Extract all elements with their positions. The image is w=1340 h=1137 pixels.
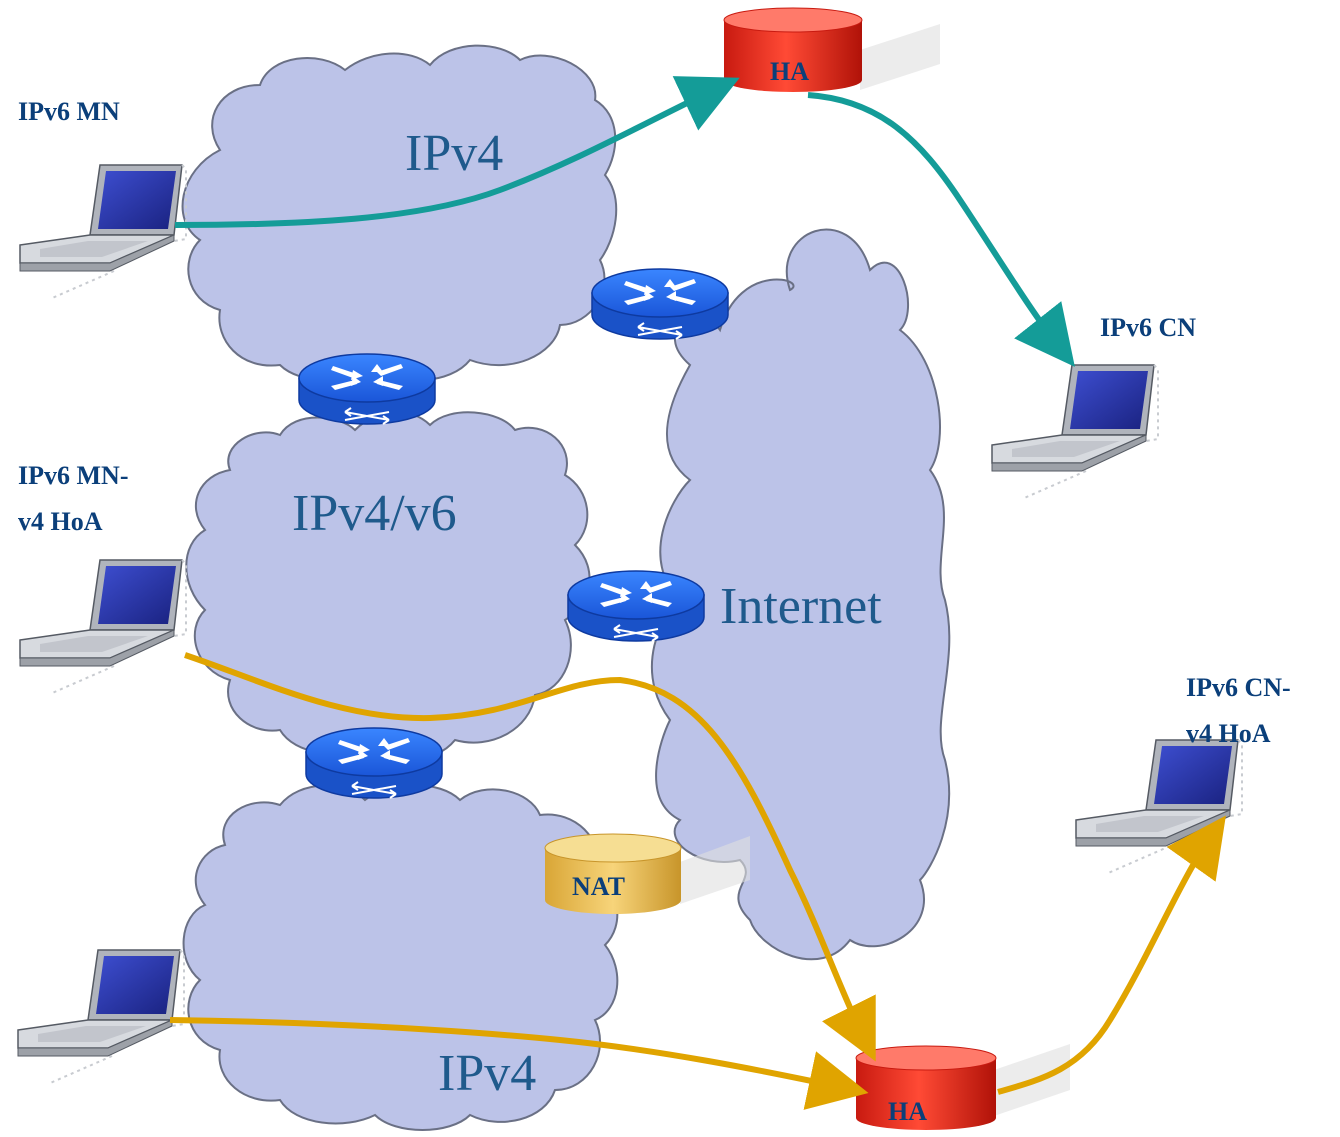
laptop-icon xyxy=(19,164,187,300)
database-icon xyxy=(723,7,940,92)
cloud-bottom-ipv4 xyxy=(182,784,619,1131)
cloud-label-middle-dual: IPv4/v6 xyxy=(292,485,457,542)
teal-path-mn-to-ha xyxy=(174,76,740,228)
label-ipv6-mn-v4-line1: IPv6 MN- xyxy=(18,461,128,490)
cloud-middle-dual xyxy=(185,411,591,761)
label-ipv6-mn: IPv6 MN xyxy=(18,97,120,126)
laptop-icon xyxy=(17,949,185,1085)
laptop-icon xyxy=(19,559,187,695)
label-ipv6-mn-v4-line2: v4 HoA xyxy=(18,507,103,536)
router-icon xyxy=(305,727,443,799)
ha-top-label: HA xyxy=(770,57,809,86)
gold-path-ha-to-cn-v4 xyxy=(997,815,1226,1095)
router-icon xyxy=(591,268,729,340)
nat-label: NAT xyxy=(572,872,625,901)
cloud-label-internet: Internet xyxy=(720,578,882,635)
ha-bottom-label: HA xyxy=(888,1097,927,1126)
label-ipv6-cn-v4-line1: IPv6 CN- xyxy=(1186,673,1291,702)
gold-path-bottom-to-ha xyxy=(169,1017,869,1110)
router-icon xyxy=(298,353,436,425)
cloud-label-bottom-ipv4: IPv4 xyxy=(438,1045,536,1102)
database-icon xyxy=(544,833,750,914)
router-icon xyxy=(567,570,705,642)
laptop-icon xyxy=(1075,739,1243,875)
laptop-icon xyxy=(991,364,1159,500)
cloud-internet xyxy=(650,228,951,961)
cloud-label-top-ipv4: IPv4 xyxy=(405,125,503,182)
label-ipv6-cn: IPv6 CN xyxy=(1100,313,1196,342)
label-ipv6-cn-v4-line2: v4 HoA xyxy=(1186,719,1271,748)
teal-path-ha-to-cn xyxy=(807,92,1075,367)
gold-path-mn-v4-to-ha xyxy=(184,652,876,1062)
